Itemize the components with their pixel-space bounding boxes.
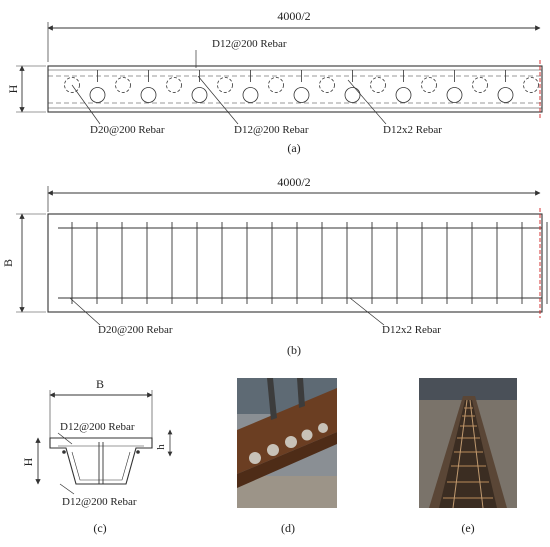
panel-c-section-outline	[49, 437, 153, 485]
web-opening	[191, 87, 208, 103]
web-opening	[472, 77, 488, 93]
panel-b-transverse-rebars	[71, 222, 548, 304]
panel-b-rebar-right: D12x2 Rebar	[382, 324, 441, 336]
web-opening	[268, 77, 284, 93]
panel-b-rebar-left: D20@200 Rebar	[98, 324, 173, 336]
panel-c-rebar-bottom: D12@200 Rebar	[62, 496, 137, 508]
panel-a-elevation: 4000/2 H D12@200 Rebar D20@200 Rebar D12…	[6, 9, 543, 155]
panel-b-plan: 4000/2 B D20@200 Rebar D12x2 Rebar (b)	[1, 175, 548, 357]
panel-c-caption: (c)	[93, 521, 106, 535]
web-opening	[523, 77, 539, 93]
panel-a-web-openings	[64, 70, 539, 103]
panel-a-height-label: H	[6, 84, 20, 93]
panel-c-height-label: H	[21, 457, 35, 466]
photo-d-formwork	[237, 378, 337, 508]
web-opening	[319, 77, 335, 93]
web-opening	[64, 77, 80, 93]
panel-b-caption: (b)	[287, 343, 301, 357]
panel-b-dimension-label: 4000/2	[277, 175, 310, 189]
web-opening	[115, 77, 131, 93]
panel-c-rebar-top: D12@200 Rebar	[60, 421, 135, 433]
web-opening	[344, 87, 361, 103]
web-opening	[395, 87, 412, 103]
panel-e-caption: (e)	[461, 521, 474, 535]
panel-a-dimension-label: 4000/2	[277, 9, 310, 23]
panel-a-beam-outline	[47, 65, 543, 113]
panel-a-rebar-top: D12@200 Rebar	[212, 38, 287, 50]
panel-b-width-label: B	[1, 259, 15, 267]
panel-d-caption: (d)	[281, 521, 295, 535]
panel-a-caption: (a)	[287, 141, 300, 155]
panel-c-section: B H h D12@200 Rebar D12@200 Rebar (c)	[21, 377, 173, 535]
web-opening	[140, 87, 157, 103]
web-opening	[166, 77, 182, 93]
panel-a-rebar-bottom-mid: D12@200 Rebar	[234, 124, 309, 136]
web-opening	[421, 77, 437, 93]
photo-e-rebar-cage	[419, 378, 517, 508]
web-opening	[242, 87, 259, 103]
panel-a-rebar-bottom-left: D20@200 Rebar	[90, 124, 165, 136]
web-opening	[446, 87, 463, 103]
web-opening	[293, 87, 310, 103]
panel-c-width-label: B	[96, 377, 104, 391]
panel-c-flange-label: h	[155, 444, 167, 450]
panel-b-slab-outline	[47, 213, 543, 313]
web-opening	[217, 77, 233, 93]
web-opening	[497, 87, 514, 103]
web-opening	[89, 87, 106, 103]
panel-a-rebar-right: D12x2 Rebar	[383, 124, 442, 136]
web-opening	[370, 77, 386, 93]
